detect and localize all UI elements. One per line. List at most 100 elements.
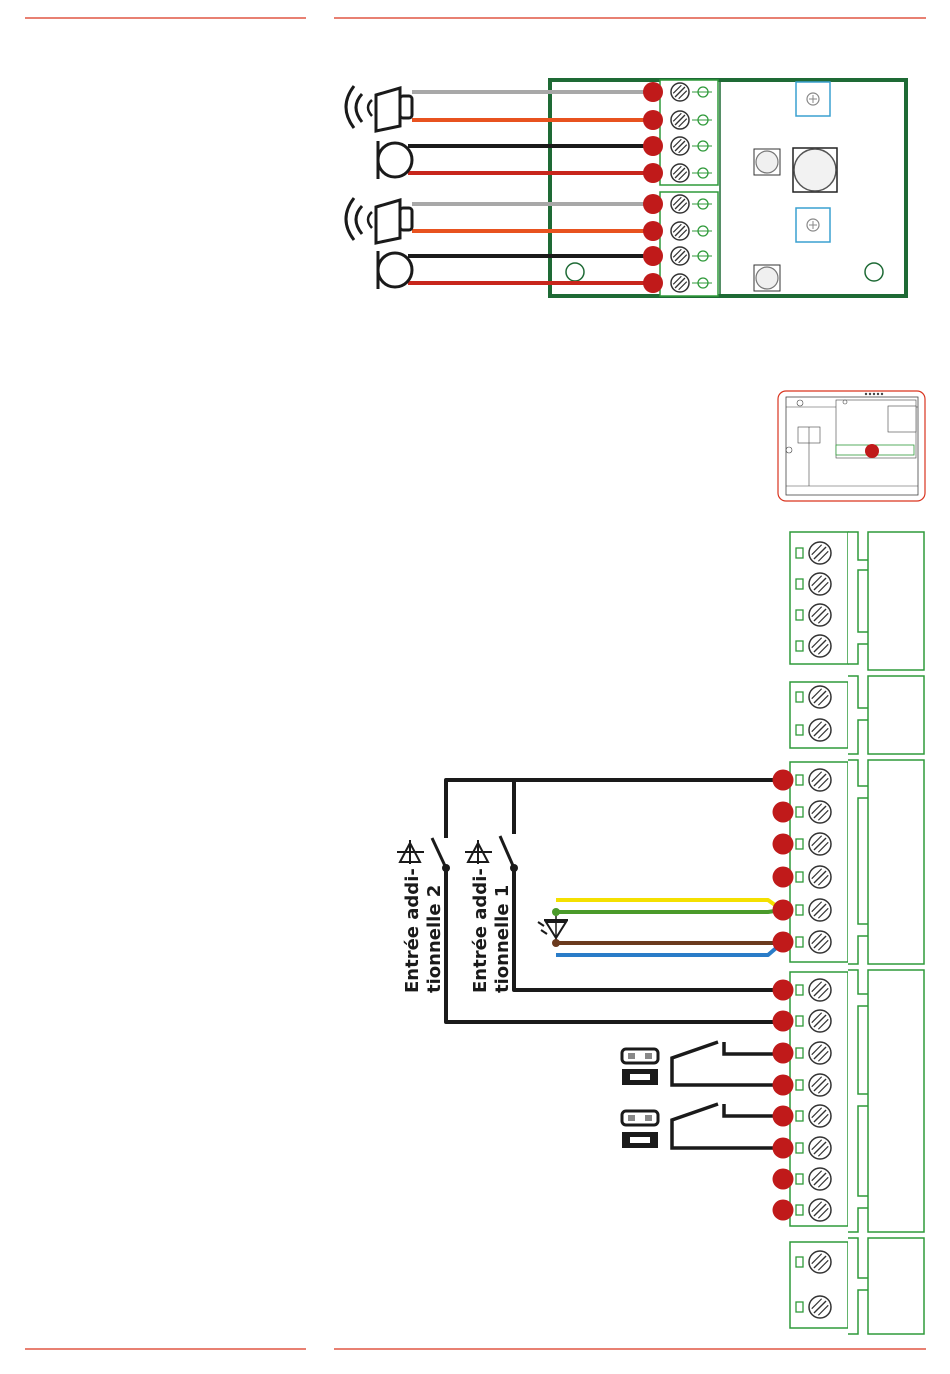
- screw-terminal-icon: [671, 247, 689, 265]
- screw-terminal-icon: [809, 635, 831, 657]
- screw-terminal-icon: [809, 719, 831, 741]
- terminal-slot: [796, 839, 803, 849]
- screw-terminal-icon: [671, 111, 689, 129]
- microphone-icon: [378, 251, 412, 289]
- terminal-slot: [796, 692, 803, 702]
- speaker-icon: [346, 86, 412, 131]
- terminal-dot: [643, 273, 663, 293]
- input2-label-line2: tionnelle 2: [424, 885, 445, 993]
- screw-terminal-icon: [809, 899, 831, 921]
- terminal-dot: [643, 221, 663, 241]
- terminal-dot: [773, 1075, 794, 1096]
- relay-contact-1: [672, 1042, 782, 1085]
- terminal-slot: [796, 1143, 803, 1153]
- terminal-dot: [643, 246, 663, 266]
- terminal-slot: [796, 610, 803, 620]
- main-terminal-strip: [790, 532, 924, 1334]
- terminal-slot: [796, 548, 803, 558]
- screw-terminal-icon: [809, 801, 831, 823]
- terminal-slot: [796, 1205, 803, 1215]
- input1-label-line2: tionnelle 1: [492, 885, 513, 993]
- strip-terminal-dots: [773, 770, 794, 1221]
- terminal-block-5: [790, 1238, 924, 1334]
- terminal-dot: [643, 110, 663, 130]
- mounting-hole: [865, 263, 883, 281]
- screw-terminal-icon: [809, 979, 831, 1001]
- screw-terminal-icon: [671, 274, 689, 292]
- terminal-slot: [796, 1048, 803, 1058]
- screw-terminal-icon: [809, 542, 831, 564]
- terminal-dot: [773, 867, 794, 888]
- jumper-icon: [622, 1049, 658, 1085]
- terminal-dot: [773, 1011, 794, 1032]
- terminal-slot: [796, 579, 803, 589]
- terminal-slot: [796, 1302, 803, 1312]
- terminal-dot: [643, 194, 663, 214]
- terminal-dot: [773, 980, 794, 1001]
- screw-terminal-icon: [809, 1168, 831, 1190]
- screw-terminal-icon: [809, 1074, 831, 1096]
- terminal-dot: [643, 163, 663, 183]
- audio-module: [346, 80, 906, 296]
- screw-terminal-icon: [809, 573, 831, 595]
- screw-terminal-icon: [809, 1296, 831, 1318]
- terminal-dot: [643, 136, 663, 156]
- terminal-dot: [773, 1106, 794, 1127]
- terminal-block-2: [790, 676, 924, 754]
- jumper-icon: [622, 1111, 658, 1148]
- terminal-dot: [773, 1200, 794, 1221]
- screw-terminal-icon: [809, 1042, 831, 1064]
- terminal-dot: [773, 900, 794, 921]
- screw-terminal-icon: [671, 222, 689, 240]
- terminal-dot: [773, 1169, 794, 1190]
- terminal-block-3: [790, 760, 924, 964]
- terminal-slot: [796, 1111, 803, 1121]
- pushbutton-icon: [397, 840, 424, 864]
- relay-contact-2: [672, 1104, 782, 1148]
- terminal-slot: [796, 775, 803, 785]
- screw-terminal-icon: [809, 1251, 831, 1273]
- terminal-dot: [773, 1043, 794, 1064]
- input1-label-line1: Entrée addi-: [470, 868, 491, 993]
- terminal-slot: [796, 1016, 803, 1026]
- screw-terminal-icon: [809, 1105, 831, 1127]
- led-icon: [538, 920, 568, 938]
- screw-terminal-icon: [809, 686, 831, 708]
- terminal-slot: [796, 807, 803, 817]
- terminal-block-4: [790, 970, 924, 1232]
- screw-terminal-icon: [809, 1010, 831, 1032]
- terminal-dot: [643, 82, 663, 102]
- input2-label-line1: Entrée addi-: [402, 868, 423, 993]
- screw-terminal-icon: [809, 931, 831, 953]
- screw-terminal-icon: [809, 1137, 831, 1159]
- screw-terminal-icon: [809, 604, 831, 626]
- screw-terminal-icon: [671, 83, 689, 101]
- pushbutton-icon: [465, 840, 492, 864]
- screw-terminal-icon: [809, 833, 831, 855]
- terminal-dot: [773, 932, 794, 953]
- terminal-slot: [796, 641, 803, 651]
- terminal-slot: [796, 937, 803, 947]
- terminal-slot: [796, 725, 803, 735]
- screw-terminal-icon: [809, 769, 831, 791]
- unit-thumbnail: [778, 391, 925, 501]
- terminal-dot: [773, 834, 794, 855]
- terminal-slot: [796, 1174, 803, 1184]
- screw-terminal-icon: [809, 1199, 831, 1221]
- terminal-slot: [796, 1257, 803, 1267]
- terminal-slot: [796, 872, 803, 882]
- terminal-slot: [796, 905, 803, 915]
- terminal-slot: [796, 985, 803, 995]
- mounting-hole: [566, 263, 584, 281]
- microphone-icon: [378, 141, 412, 179]
- screw-terminal-icon: [671, 195, 689, 213]
- speaker-icon: [346, 198, 412, 243]
- terminal-dot: [773, 802, 794, 823]
- screw-terminal-icon: [671, 137, 689, 155]
- screw-terminal-icon: [809, 866, 831, 888]
- terminal-dot: [773, 770, 794, 791]
- screw-terminal-icon: [671, 164, 689, 182]
- terminal-slot: [796, 1080, 803, 1090]
- terminal-dot: [773, 1138, 794, 1159]
